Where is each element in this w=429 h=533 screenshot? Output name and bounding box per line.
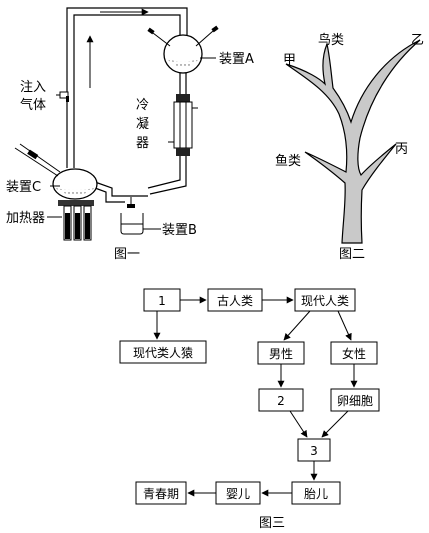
node-ovum: 卵细胞 — [330, 388, 380, 412]
label-heater: 加热器 — [6, 211, 45, 226]
arrow-2-to-3 — [289, 410, 308, 438]
node-1: 1 — [143, 288, 181, 312]
figure1-apparatus: 装置A 注入 气体 冷 凝 器 装置C 加热器 装置B 图一 — [6, 7, 254, 262]
figure2-tree: 甲 鸟类 乙 鱼类 丙 图二 — [275, 32, 424, 262]
label-birds: 鸟类 — [318, 32, 344, 48]
label-yi: 乙 — [411, 33, 424, 48]
caption-figure3: 图三 — [259, 516, 285, 531]
condenser — [168, 94, 198, 156]
tube-inner — [73, 14, 181, 168]
label-condenser-3: 器 — [136, 136, 149, 151]
bottom-tube — [94, 181, 148, 197]
svg-text:胎儿: 胎儿 — [304, 487, 328, 501]
label-inject-gas-line1: 注入 — [20, 80, 46, 95]
node-adolescence: 青春期 — [135, 481, 187, 505]
heater — [58, 200, 94, 241]
node-2: 2 — [258, 388, 304, 412]
label-bing: 丙 — [395, 142, 408, 157]
device-b-beaker — [120, 213, 144, 235]
label-jia: 甲 — [283, 53, 296, 68]
figure3-flowchart: 1 古人类 现代人类 现代类人猿 男性 女性 2 卵细胞 — [119, 288, 380, 531]
caption-figure1: 图一 — [114, 247, 140, 262]
svg-text:婴儿: 婴儿 — [226, 487, 250, 501]
svg-text:青春期: 青春期 — [143, 487, 179, 501]
caption-figure2: 图二 — [339, 247, 365, 262]
node-male: 男性 — [257, 341, 305, 365]
label-condenser-2: 凝 — [136, 116, 149, 132]
arrow-modern-to-female — [337, 310, 352, 341]
node-ancient-human: 古人类 — [207, 288, 263, 312]
node-infant: 婴儿 — [215, 481, 261, 505]
device-a-flask — [147, 25, 219, 74]
node-female: 女性 — [330, 341, 378, 365]
svg-text:古人类: 古人类 — [217, 293, 253, 308]
svg-text:现代人类: 现代人类 — [301, 294, 349, 308]
svg-text:女性: 女性 — [342, 346, 366, 361]
label-device-a: 装置A — [219, 52, 254, 67]
gas-valve — [56, 91, 69, 102]
tube-outer — [66, 7, 188, 168]
node-fetus: 胎儿 — [291, 481, 341, 505]
svg-text:1: 1 — [158, 294, 166, 308]
svg-text:男性: 男性 — [269, 347, 293, 361]
node-modern-human: 现代人类 — [294, 288, 356, 312]
svg-text:现代类人猿: 现代类人猿 — [133, 345, 193, 360]
svg-text:卵细胞: 卵细胞 — [337, 394, 373, 408]
node-3: 3 — [297, 438, 331, 462]
svg-text:3: 3 — [310, 444, 318, 458]
label-device-c: 装置C — [6, 180, 41, 195]
svg-text:2: 2 — [277, 394, 285, 408]
label-fish: 鱼类 — [275, 153, 301, 169]
label-inject-gas-line2: 气体 — [20, 97, 46, 113]
label-device-b: 装置B — [162, 223, 197, 238]
device-c-flask — [14, 143, 98, 200]
arrow-modern-to-male — [283, 310, 311, 341]
label-condenser-1: 冷 — [136, 98, 149, 113]
arrow-ovum-to-3 — [321, 410, 349, 438]
node-modern-ape: 现代类人猿 — [119, 340, 207, 364]
evolution-tree-shape — [285, 39, 421, 244]
